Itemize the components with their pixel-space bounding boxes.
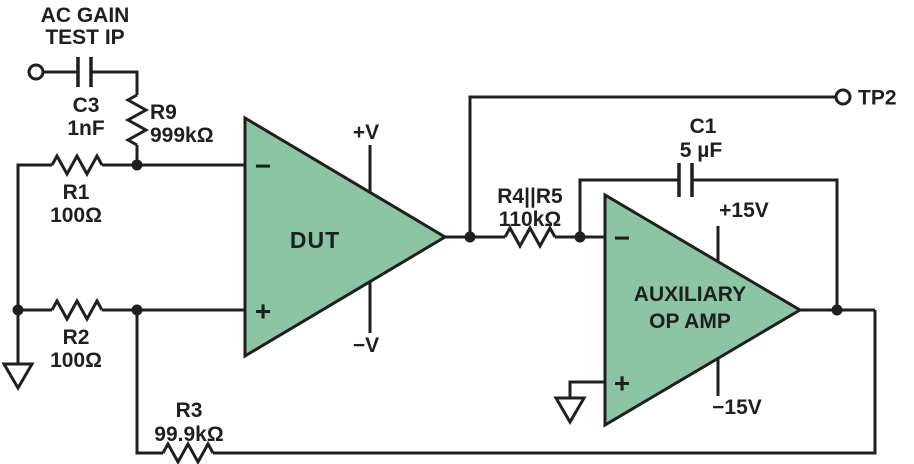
dut-inverting-sign: − [255, 151, 271, 182]
tp2-terminal [834, 88, 852, 106]
input-terminal [27, 63, 45, 81]
c3-ref: C3 [73, 94, 100, 117]
ground-symbol-left [1, 362, 35, 391]
r2-ref: R2 [63, 326, 90, 349]
c1-value: 5 µF [680, 139, 723, 162]
c1-ref: C1 [690, 115, 717, 138]
ground-symbol-aux [553, 396, 587, 425]
aux-noninverting-sign: + [614, 368, 630, 399]
resistor-r2-symbol [50, 297, 104, 323]
dut-noninverting-sign: + [255, 296, 271, 327]
wire-c1-to-aux-out [692, 178, 839, 310]
r4r5-value: 110kΩ [499, 208, 561, 231]
wire-feedback-right [213, 310, 877, 455]
resistor-r9-symbol [124, 93, 150, 147]
aux-pos-rail-label: +15V [719, 199, 769, 222]
r4r5-ref: R4||R5 [497, 185, 563, 208]
dut-opamp-triangle [243, 115, 448, 359]
r1-value: 100Ω [50, 204, 102, 227]
resistor-r4r5-symbol [503, 224, 557, 250]
tp2-label: TP2 [858, 87, 897, 110]
resistor-r1-symbol [50, 152, 104, 178]
source-label-line2: TEST IP [45, 26, 124, 49]
r1-ref: R1 [63, 181, 90, 204]
wire-c3-to-r9 [91, 70, 139, 95]
aux-opamp-triangle [603, 192, 803, 428]
capacitor-c1-symbol [677, 163, 694, 197]
aux-label-line2: OP AMP [649, 310, 731, 333]
dut-label: DUT [290, 227, 340, 253]
junction-c1-branch [574, 231, 586, 243]
junction-noninv-feedback [131, 304, 143, 316]
wire-left-rail [16, 163, 52, 364]
aux-inverting-sign: − [614, 223, 630, 254]
aux-neg-rail-label: −15V [712, 396, 762, 419]
junction-dut-output [464, 231, 476, 243]
wire-output-to-tp2 [468, 95, 836, 237]
source-label-line1: AC GAIN [41, 4, 130, 27]
r9-value: 999kΩ [150, 124, 214, 147]
wire-feedback-left [135, 310, 163, 455]
c3-value: 1nF [67, 117, 105, 140]
capacitor-c3-symbol [76, 57, 93, 87]
wire-aux-noninv-to-ground [568, 380, 605, 398]
dut-pos-rail-label: +V [353, 121, 379, 144]
r3-ref: R3 [176, 399, 203, 422]
dut-neg-rail-label: −V [353, 334, 379, 357]
junction-aux-output [831, 304, 843, 316]
r2-value: 100Ω [50, 349, 102, 372]
resistor-r3-symbol [161, 440, 215, 464]
wire-aux-inv-to-c1 [578, 178, 679, 237]
r9-ref: R9 [150, 101, 177, 124]
aux-label-line1: AUXILIARY [634, 283, 746, 306]
r3-value: 99.9kΩ [154, 423, 223, 446]
junction-inv-node [131, 159, 143, 171]
junction-left-rail [12, 304, 24, 316]
